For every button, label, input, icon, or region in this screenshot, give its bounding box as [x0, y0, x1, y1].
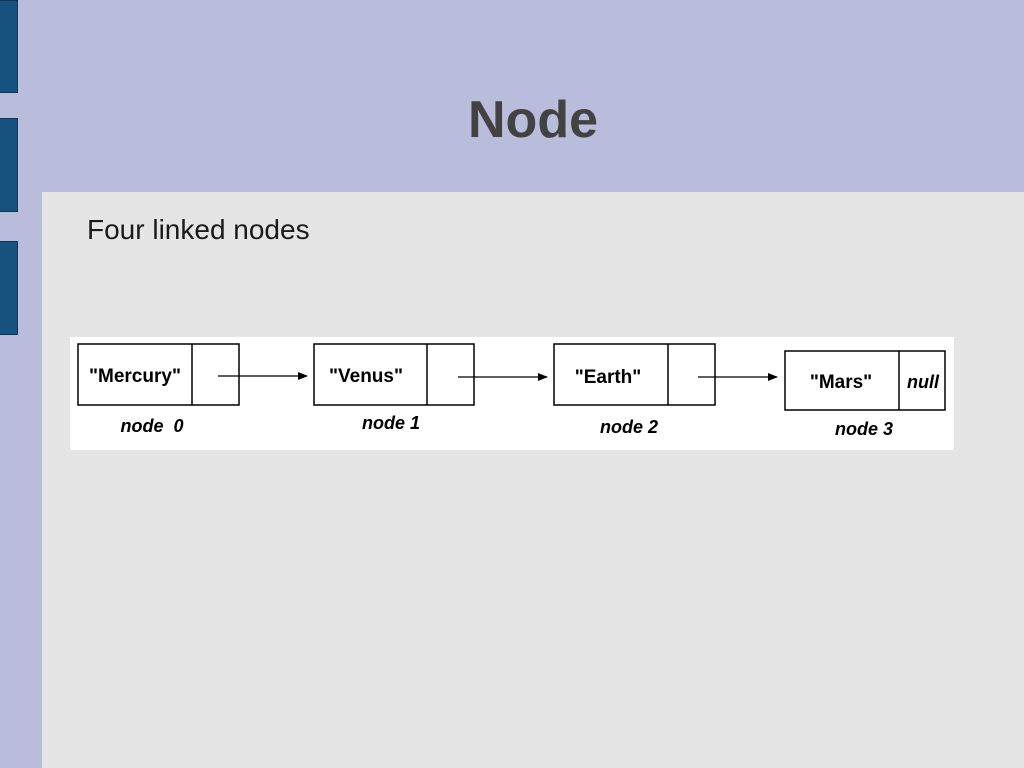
- side-tab: [0, 118, 18, 212]
- node-3: "Mars" null node 3: [784, 350, 946, 439]
- node-label: node 3: [835, 419, 893, 439]
- node-next: null: [907, 372, 940, 392]
- node-value: "Venus": [329, 366, 403, 387]
- node-value: "Mars": [810, 372, 872, 393]
- node-box: [553, 343, 716, 406]
- content-panel: Four linked nodes "Mercury" node 0: [42, 192, 1024, 768]
- slide-title: Node: [468, 91, 598, 149]
- node-value: "Mercury": [89, 366, 181, 387]
- slide-subtitle: Four linked nodes: [87, 214, 310, 245]
- node-0: "Mercury" node 0: [77, 343, 240, 436]
- side-tab: [0, 0, 18, 93]
- node-2: "Earth" node 2: [553, 343, 716, 437]
- linked-list-svg: "Mercury" node 0 "Venus" node 1 "Earth": [77, 343, 946, 439]
- node-box: [784, 350, 946, 411]
- linked-list-diagram: "Mercury" node 0 "Venus" node 1 "Earth": [70, 337, 954, 450]
- node-label: node 0: [120, 416, 183, 436]
- node-label: node 2: [600, 417, 658, 437]
- node-label: node 1: [362, 413, 420, 433]
- node-box: [313, 343, 475, 406]
- node-1: "Venus" node 1: [313, 343, 475, 433]
- side-tab: [0, 241, 18, 335]
- node-value: "Earth": [575, 367, 642, 388]
- node-box: [77, 343, 240, 406]
